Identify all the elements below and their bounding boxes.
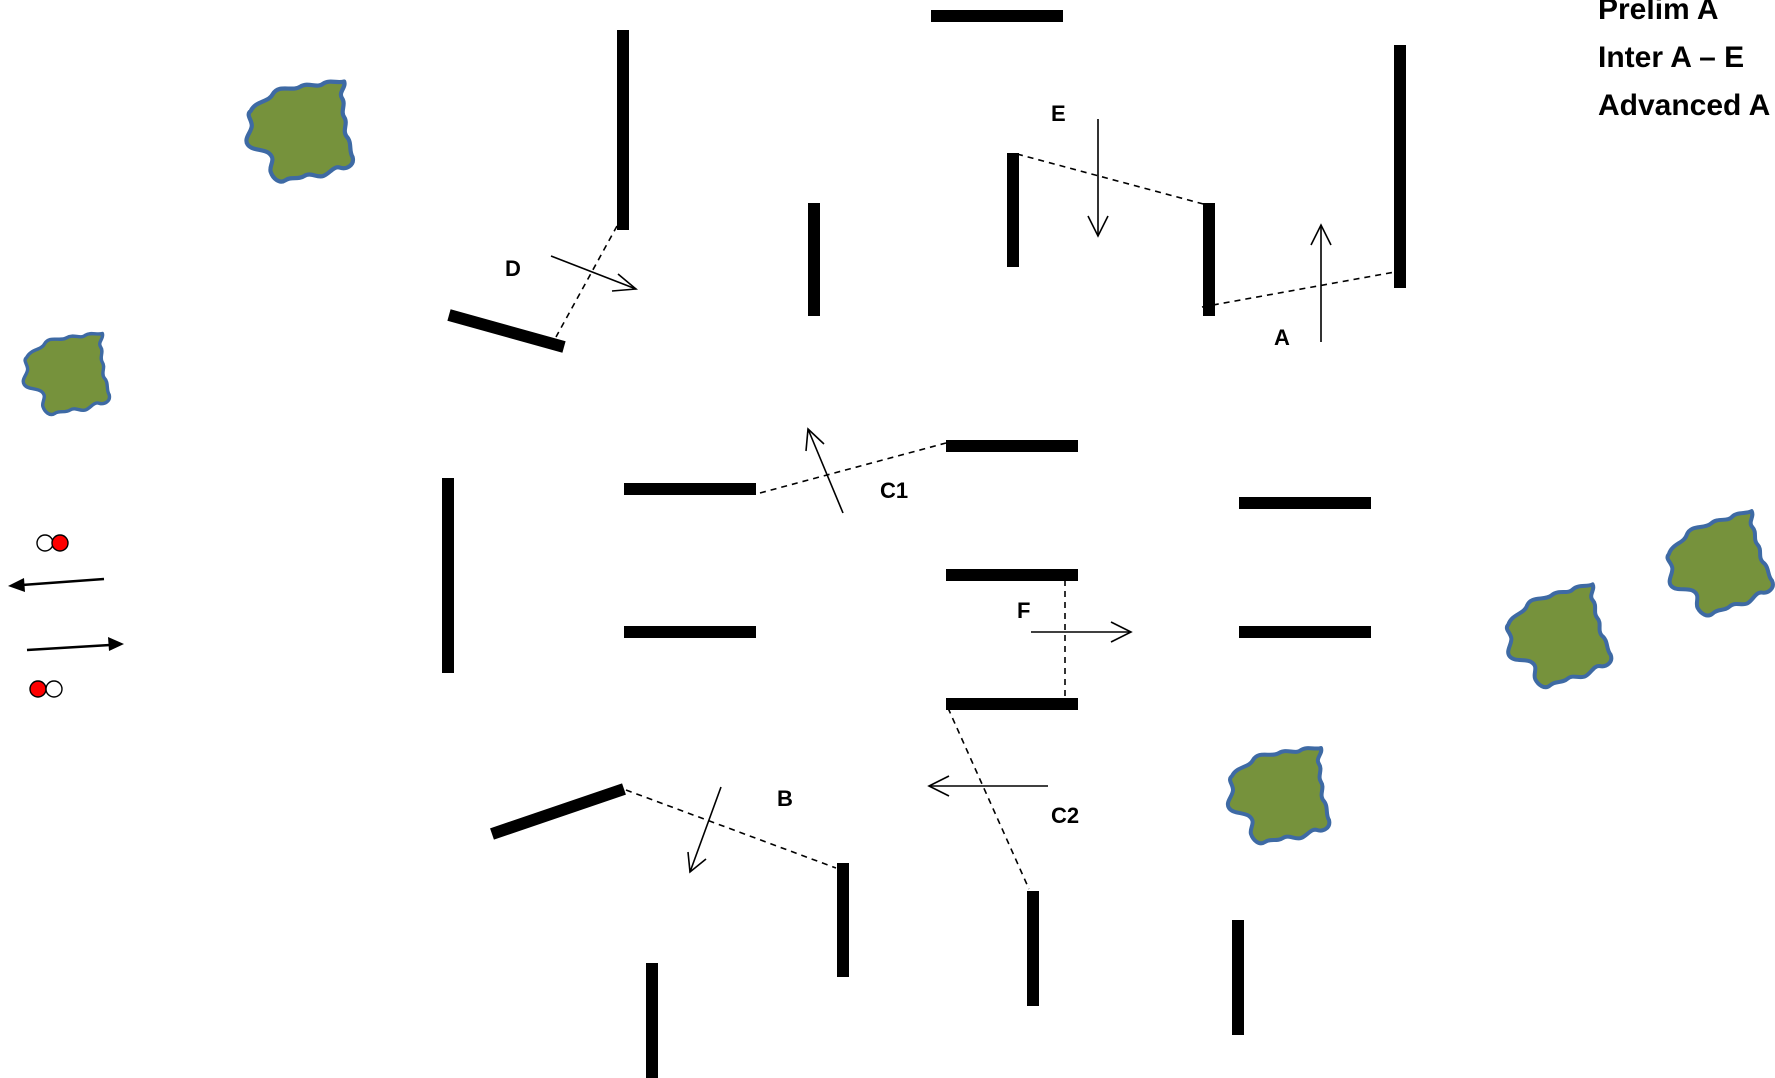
bush-icon [1498,581,1617,694]
jump-line-B [625,789,837,869]
direction-arrow-icon [1031,621,1133,643]
jump-label-A: A [1274,325,1290,350]
bush-icon [1225,746,1332,846]
jump-label-C2: C2 [1051,803,1079,828]
bush-icon [1657,507,1775,624]
jump-label-C1: C1 [880,478,908,503]
bush-icon [21,331,112,417]
jump-label-D: D [505,256,521,281]
legend-line-prelim: Prelim A [1598,0,1719,26]
jump-line-A [1201,271,1396,308]
jump-line-C2 [947,707,1030,890]
direction-arrow-icon [8,577,105,592]
course-legend: Prelim A Inter A – E Advanced A [1598,0,1770,130]
direction-arrow-icon [550,255,639,292]
legend-line-inter: Inter A – E [1598,41,1745,74]
fence-bar [447,309,566,353]
fence-bars [442,10,1406,1078]
direction-arrow-icon [26,637,124,652]
jump-label-B: B [777,786,793,811]
fence-bar [490,783,626,840]
direction-arrow-icon [1310,223,1332,342]
direction-arrows [550,119,1332,874]
jump-label-F: F [1017,598,1030,623]
start-marker-icon [29,680,63,698]
jump-line-E [1016,153,1208,206]
start-marker-icon [36,534,69,552]
jump-line-C1 [759,442,947,494]
legend-line-advanced: Advanced A [1598,89,1771,122]
direction-arrow-icon [687,786,722,874]
jump-label-E: E [1051,101,1066,126]
jump-line-D [555,225,618,338]
jump-lines [555,153,1396,890]
direction-arrow-icon [805,427,844,514]
direction-arrow-icon [1087,119,1109,238]
bush-icon [246,82,353,182]
direction-arrow-icon [927,775,1048,797]
